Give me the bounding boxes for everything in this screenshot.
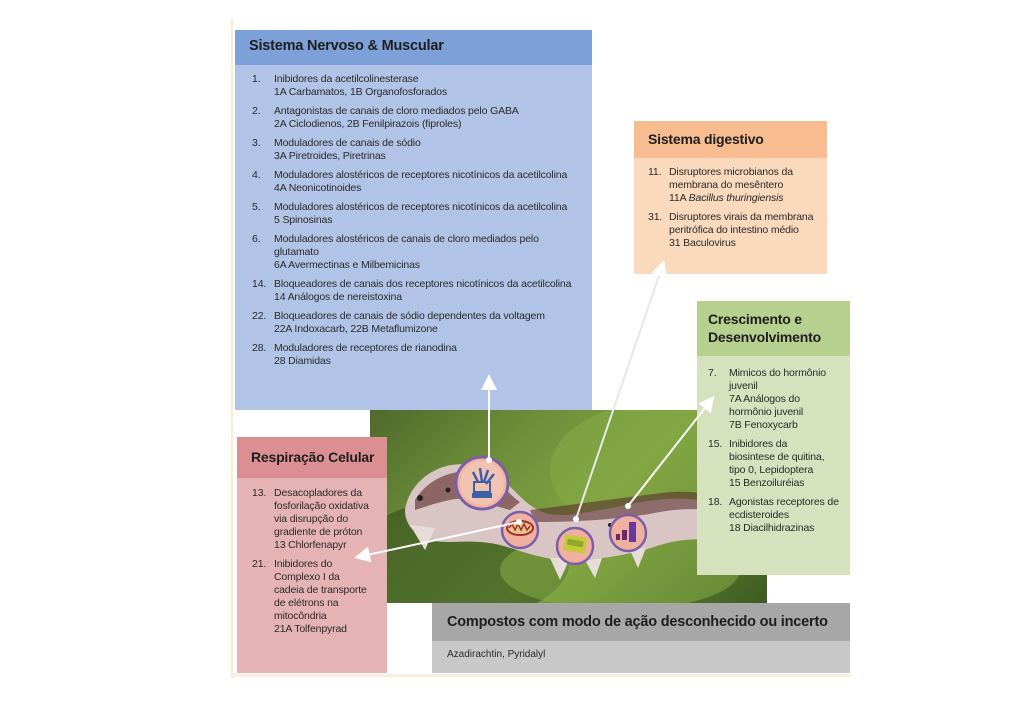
list-item: 4. Moduladores alostéricos de receptores… [252,169,568,194]
list-item: 22. Bloqueadores de canais de sódio depe… [252,310,545,335]
panel-title: Sistema digestivo [634,121,827,158]
panel-text: Azadirachtin, Pyridalyl [447,649,546,660]
frame-bottom-border [231,674,851,677]
cellular-respiration-panel: Respiração Celular 13. Desacopladores da… [237,437,387,673]
digestive-system-panel: Sistema digestivo 11. Disruptores microb… [634,121,827,274]
list-item: 2. Antagonistas de canais de cloro media… [252,105,519,130]
list-item: 6. Moduladores alostéricos de canais de … [252,233,539,271]
gut-icon [555,526,595,566]
list-item: 28. Moduladores de receptores de rianodi… [252,342,457,367]
list-item: 5. Moduladores alostéricos de receptores… [252,201,568,226]
nervous-muscular-panel: Sistema Nervoso & Muscular 1. Inibidores… [235,30,592,410]
frame-left-border [231,18,233,678]
mitochondria-icon [500,510,540,550]
panel-title: Sistema Nervoso & Muscular [235,30,592,65]
unknown-mode-panel: Compostos com modo de ação desconhecido … [432,603,850,673]
growth-development-panel: Crescimento e Desenvolvimento 7. Mimicos… [697,301,850,575]
panel-title: Respiração Celular [237,437,387,478]
panel-title: Crescimento e Desenvolvimento [697,301,850,356]
nerve-muscle-icon [454,455,510,511]
panel-title: Compostos com modo de ação desconhecido … [432,603,850,641]
list-item: 14. Bloqueadores de canais dos receptore… [252,278,572,303]
list-item: 11. Disruptores microbianos da membrana … [648,166,793,204]
growth-icon [608,513,648,553]
